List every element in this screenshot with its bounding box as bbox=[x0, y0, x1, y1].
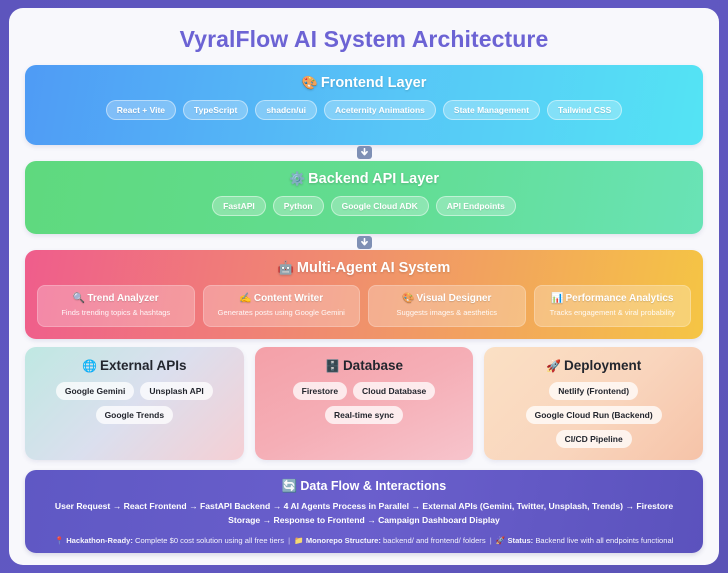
chip[interactable]: Google Trends bbox=[95, 406, 174, 425]
panel-external-apis: 🌐External APIs Google Gemini Unsplash AP… bbox=[25, 347, 244, 461]
chip[interactable]: API Endpoints bbox=[435, 195, 516, 216]
data-flow-description: User Request → React Frontend → FastAPI … bbox=[54, 501, 674, 525]
magnifier-icon: 🔍 bbox=[72, 293, 86, 305]
agent-name: ✍️Content Writer bbox=[209, 293, 355, 304]
bar-chart-icon: 📊 bbox=[551, 293, 564, 305]
connector-backend-to-agents bbox=[25, 234, 703, 250]
chip[interactable]: CI/CD Pipeline bbox=[555, 430, 632, 449]
folder-icon: 📁 bbox=[294, 535, 304, 545]
panel-chip-row: Netlify (Frontend) Google Cloud Run (Bac… bbox=[494, 382, 693, 449]
chip[interactable]: Aceternity Animations bbox=[324, 100, 436, 120]
chip[interactable]: Google Cloud ADK bbox=[330, 195, 429, 216]
backend-layer-label: Backend API Layer bbox=[308, 170, 439, 187]
chip[interactable]: Google Gemini bbox=[55, 382, 135, 401]
chip[interactable]: Real-time sync bbox=[324, 406, 403, 425]
database-icon: 🗄️ bbox=[324, 359, 340, 374]
agent-description: Generates posts using Google Gemini bbox=[217, 308, 345, 318]
hackathon-ready-value: Complete $0 cost solution using all free… bbox=[135, 535, 284, 545]
frontend-chip-row: React + Vite TypeScript shadcn/ui Aceter… bbox=[37, 100, 691, 120]
agent-name: 🎨Visual Designer bbox=[374, 293, 520, 304]
agent-card-visual-designer[interactable]: 🎨Visual Designer Suggests images & aesth… bbox=[368, 285, 526, 328]
agent-label: Performance Analytics bbox=[565, 293, 674, 305]
backend-chip-row: FastAPI Python Google Cloud ADK API Endp… bbox=[37, 195, 691, 216]
monorepo-structure-value: backend/ and frontend/ folders bbox=[383, 535, 486, 545]
panel-label: Database bbox=[342, 358, 403, 374]
panel-title: 🚀Deployment bbox=[494, 358, 693, 373]
chip[interactable]: TypeScript bbox=[183, 100, 249, 120]
multi-agent-layer-title: 🤖Multi-Agent AI System bbox=[37, 260, 691, 276]
panel-database: 🗄️Database Firestore Cloud Database Real… bbox=[254, 347, 474, 461]
panel-chip-row: Google Gemini Unsplash API Google Trends bbox=[35, 382, 234, 425]
agent-label: Content Writer bbox=[253, 293, 324, 305]
agent-label: Visual Designer bbox=[416, 293, 492, 305]
agent-label: Trend Analyzer bbox=[87, 293, 159, 305]
pin-icon: 📍 bbox=[54, 535, 65, 545]
agent-description: Suggests images & aesthetics bbox=[396, 308, 497, 318]
multi-agent-layer-label: Multi-Agent AI System bbox=[296, 260, 451, 277]
footer-separator: | bbox=[489, 535, 492, 545]
footer-separator: | bbox=[288, 535, 291, 545]
panel-label: External APIs bbox=[100, 358, 187, 374]
chip[interactable]: FastAPI bbox=[212, 195, 266, 216]
monorepo-structure-label: Monorepo Structure: bbox=[305, 535, 381, 545]
chip[interactable]: Cloud Database bbox=[353, 382, 436, 401]
panel-deployment: 🚀Deployment Netlify (Frontend) Google Cl… bbox=[484, 347, 703, 461]
agent-name: 📊Performance Analytics bbox=[540, 293, 686, 304]
frontend-layer-band: 🎨Frontend Layer React + Vite TypeScript … bbox=[25, 65, 703, 145]
agent-card-performance-analytics[interactable]: 📊Performance Analytics Tracks engagement… bbox=[533, 285, 691, 328]
agent-name: 🔍Trend Analyzer bbox=[43, 293, 189, 304]
rocket-icon: 🚀 bbox=[546, 359, 561, 374]
agent-card-trend-analyzer[interactable]: 🔍Trend Analyzer Finds trending topics & … bbox=[37, 285, 195, 328]
backend-layer-title: ⚙️Backend API Layer bbox=[37, 171, 691, 187]
connector-frontend-to-backend bbox=[25, 145, 703, 161]
arrow-down-icon bbox=[356, 235, 372, 249]
globe-icon: 🌐 bbox=[82, 359, 98, 374]
hackathon-ready-label: Hackathon-Ready: bbox=[66, 535, 133, 545]
agent-card-content-writer[interactable]: ✍️Content Writer Generates posts using G… bbox=[202, 285, 360, 328]
data-flow-section: 🔄Data Flow & Interactions User Request →… bbox=[25, 470, 703, 553]
palette-icon: 🎨 bbox=[301, 75, 318, 90]
chip[interactable]: State Management bbox=[442, 100, 541, 120]
rocket-icon: 🚀 bbox=[495, 535, 506, 545]
bottom-panel-row: 🌐External APIs Google Gemini Unsplash AP… bbox=[25, 347, 703, 461]
frontend-layer-title: 🎨Frontend Layer bbox=[37, 75, 691, 91]
status-label: Status: bbox=[507, 535, 534, 545]
chip[interactable]: Google Cloud Run (Backend) bbox=[525, 406, 662, 425]
refresh-icon: 🔄 bbox=[281, 479, 298, 494]
panel-title: 🌐External APIs bbox=[35, 358, 234, 373]
chip[interactable]: React + Vite bbox=[105, 100, 177, 120]
chip[interactable]: Firestore bbox=[292, 382, 348, 401]
writing-hand-icon: ✍️ bbox=[239, 293, 252, 305]
page-title: VyralFlow AI System Architecture bbox=[179, 26, 549, 52]
status-value: Backend live with all endpoints function… bbox=[535, 535, 674, 545]
robot-icon: 🤖 bbox=[277, 260, 294, 276]
backend-layer-band: ⚙️Backend API Layer FastAPI Python Googl… bbox=[25, 160, 703, 235]
chip[interactable]: Python bbox=[272, 195, 324, 216]
data-flow-title: 🔄Data Flow & Interactions bbox=[39, 479, 689, 494]
palette-icon: 🎨 bbox=[402, 293, 415, 305]
multi-agent-layer-band: 🤖Multi-Agent AI System 🔍Trend Analyzer F… bbox=[25, 250, 703, 340]
panel-chip-row: Firestore Cloud Database Real-time sync bbox=[265, 382, 464, 425]
agent-card-grid: 🔍Trend Analyzer Finds trending topics & … bbox=[37, 285, 691, 328]
chip[interactable]: shadcn/ui bbox=[255, 100, 318, 120]
panel-label: Deployment bbox=[564, 358, 642, 374]
panel-title: 🗄️Database bbox=[265, 358, 464, 373]
frontend-layer-label: Frontend Layer bbox=[320, 75, 427, 91]
agent-description: Finds trending topics & hashtags bbox=[61, 308, 171, 318]
architecture-diagram-card: VyralFlow AI System Architecture 🎨Fronte… bbox=[9, 8, 719, 565]
chip[interactable]: Tailwind CSS bbox=[547, 100, 623, 120]
data-flow-label: Data Flow & Interactions bbox=[300, 479, 447, 494]
chip[interactable]: Netlify (Frontend) bbox=[549, 382, 639, 401]
gear-icon: ⚙️ bbox=[288, 170, 306, 186]
agent-description: Tracks engagement & viral probability bbox=[549, 308, 675, 318]
arrow-down-icon bbox=[356, 146, 372, 160]
chip[interactable]: Unsplash API bbox=[140, 382, 213, 401]
data-flow-footer: 📍 Hackathon-Ready: Complete $0 cost solu… bbox=[39, 536, 689, 545]
